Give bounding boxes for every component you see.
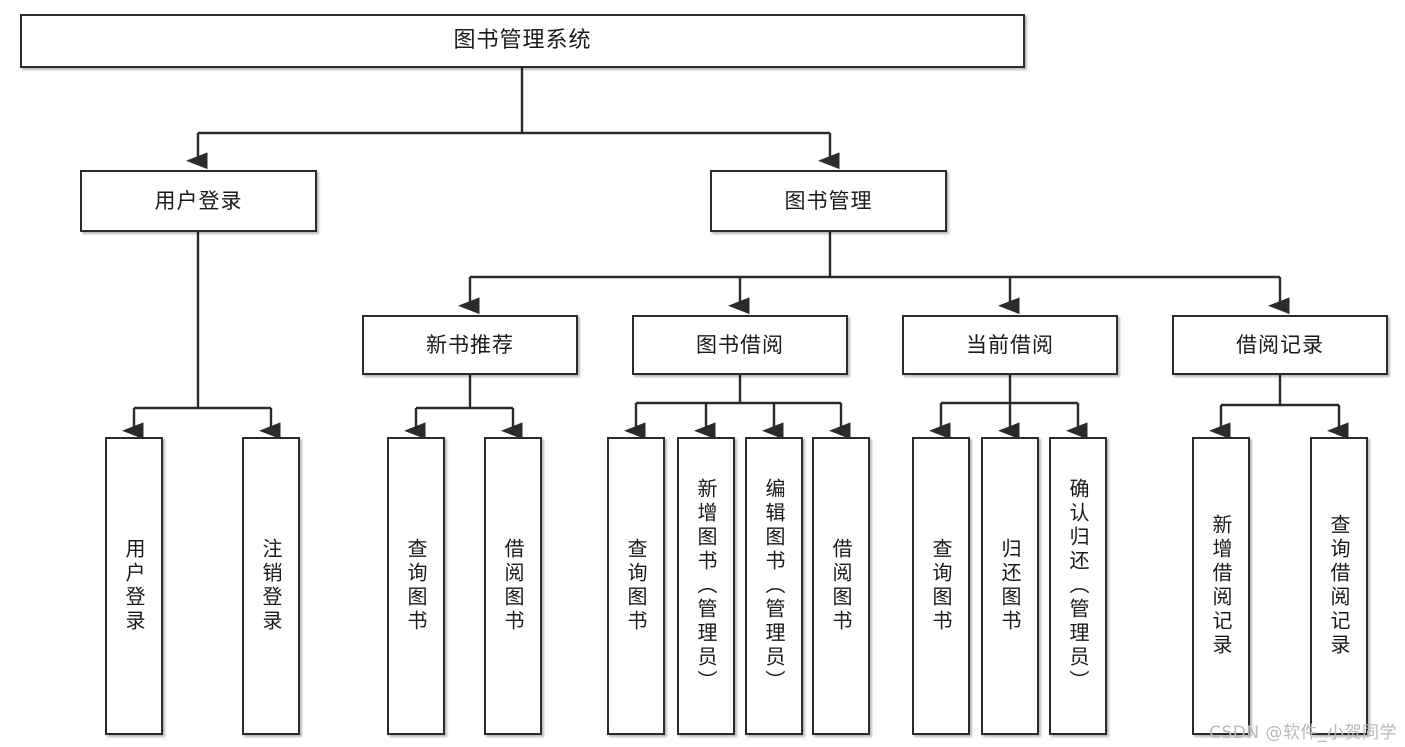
leaf-query-book-recommend[interactable]: 查询图书 xyxy=(387,437,445,735)
node-book-borrow-label: 图书借阅 xyxy=(696,332,784,357)
node-user-login-label: 用户登录 xyxy=(154,188,243,213)
node-borrow-record[interactable]: 借阅记录 xyxy=(1172,315,1388,375)
node-current-borrow[interactable]: 当前借阅 xyxy=(902,315,1118,375)
leaf-query-borrow-record[interactable]: 查询借阅记录 xyxy=(1310,437,1368,735)
leaf-edit-book-admin[interactable]: 编辑图书（管理员） xyxy=(745,437,803,735)
leaf-borrow-book-recommend-label: 借阅图书 xyxy=(501,538,525,634)
leaf-confirm-return-admin-label: 确认归还（管理员） xyxy=(1066,478,1090,694)
leaf-query-borrow-record-label: 查询借阅记录 xyxy=(1327,514,1351,658)
node-root-label: 图书管理系统 xyxy=(453,28,592,54)
node-user-login[interactable]: 用户登录 xyxy=(80,170,317,232)
leaf-user-login[interactable]: 用户登录 xyxy=(105,437,163,735)
leaf-add-borrow-record-label: 新增借阅记录 xyxy=(1209,514,1233,658)
node-new-book-recommend-label: 新书推荐 xyxy=(426,332,514,357)
leaf-confirm-return-admin[interactable]: 确认归还（管理员） xyxy=(1049,437,1107,735)
leaf-return-book-label: 归还图书 xyxy=(998,538,1022,634)
node-current-borrow-label: 当前借阅 xyxy=(966,332,1054,357)
leaf-user-login-label: 用户登录 xyxy=(122,538,146,634)
node-book-management[interactable]: 图书管理 xyxy=(710,170,947,232)
leaf-query-book-current[interactable]: 查询图书 xyxy=(912,437,970,735)
node-borrow-record-label: 借阅记录 xyxy=(1236,332,1324,357)
node-root[interactable]: 图书管理系统 xyxy=(20,14,1025,68)
leaf-return-book[interactable]: 归还图书 xyxy=(981,437,1039,735)
leaf-edit-book-admin-label: 编辑图书（管理员） xyxy=(762,478,786,694)
leaf-logout-label: 注销登录 xyxy=(259,538,283,634)
node-book-management-label: 图书管理 xyxy=(784,188,873,213)
leaf-add-book-admin-label: 新增图书（管理员） xyxy=(694,478,718,694)
watermark: CSDN @软件_小贺同学 xyxy=(1209,723,1397,743)
leaf-query-book-recommend-label: 查询图书 xyxy=(404,538,428,634)
leaf-borrow-book-label: 借阅图书 xyxy=(829,538,853,634)
leaf-query-book-borrow[interactable]: 查询图书 xyxy=(607,437,665,735)
leaf-add-book-admin[interactable]: 新增图书（管理员） xyxy=(677,437,735,735)
node-book-borrow[interactable]: 图书借阅 xyxy=(632,315,848,375)
leaf-query-book-current-label: 查询图书 xyxy=(929,538,953,634)
leaf-add-borrow-record[interactable]: 新增借阅记录 xyxy=(1192,437,1250,735)
node-new-book-recommend[interactable]: 新书推荐 xyxy=(362,315,578,375)
leaf-borrow-book[interactable]: 借阅图书 xyxy=(812,437,870,735)
leaf-borrow-book-recommend[interactable]: 借阅图书 xyxy=(484,437,542,735)
leaf-query-book-borrow-label: 查询图书 xyxy=(624,538,648,634)
leaf-logout[interactable]: 注销登录 xyxy=(242,437,300,735)
